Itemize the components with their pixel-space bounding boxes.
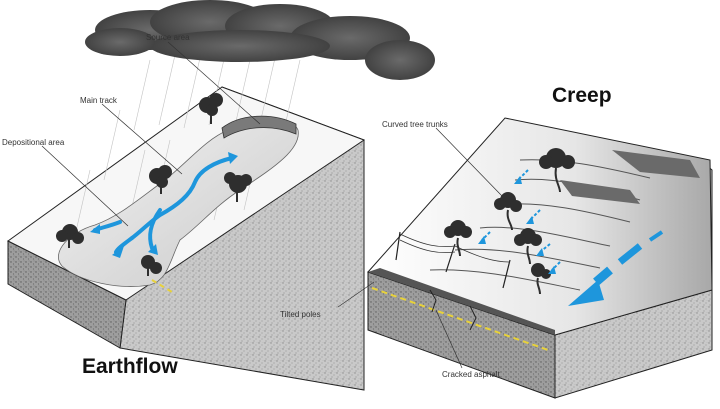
earthflow-arrowheads	[90, 152, 238, 258]
creep-road	[368, 268, 555, 351]
tree-icon	[224, 172, 252, 202]
creep-big-arrow	[568, 230, 664, 306]
tree-icon	[56, 224, 84, 248]
tree-icon	[539, 148, 575, 193]
creep-title: Creep	[552, 84, 612, 107]
depositional-area-label: Depositional area	[2, 138, 65, 147]
curved-tree-trunks-label: Curved tree trunks	[382, 120, 448, 129]
main-track-label: Main track	[80, 96, 117, 105]
earthflow-road-stripe	[151, 279, 173, 293]
source-scarp	[221, 115, 297, 139]
tree-icon	[199, 93, 223, 124]
creep-arrowheads	[478, 176, 556, 274]
storm-cloud-icon	[85, 0, 435, 80]
tree-icon	[141, 255, 162, 276]
cracked-asphalt-label: Cracked asphalt	[442, 370, 500, 379]
tree-icon	[514, 228, 542, 265]
tree-icon	[494, 192, 522, 231]
earthflow-title: Earthflow	[82, 355, 178, 378]
tilted-poles-label: Tilted poles	[280, 310, 321, 319]
leader-lines	[41, 41, 503, 369]
earthflow-trees	[56, 93, 252, 276]
creep-scarps	[560, 150, 700, 204]
tilted-poles	[395, 231, 511, 289]
tree-icon	[444, 220, 472, 257]
creep-block	[367, 117, 713, 399]
power-lines	[399, 233, 511, 263]
creep-trees	[444, 148, 575, 295]
earthflow-block	[7, 54, 366, 391]
tree-icon	[149, 165, 172, 194]
tree-icon	[531, 263, 551, 295]
source-area-label: Source area	[146, 33, 190, 42]
